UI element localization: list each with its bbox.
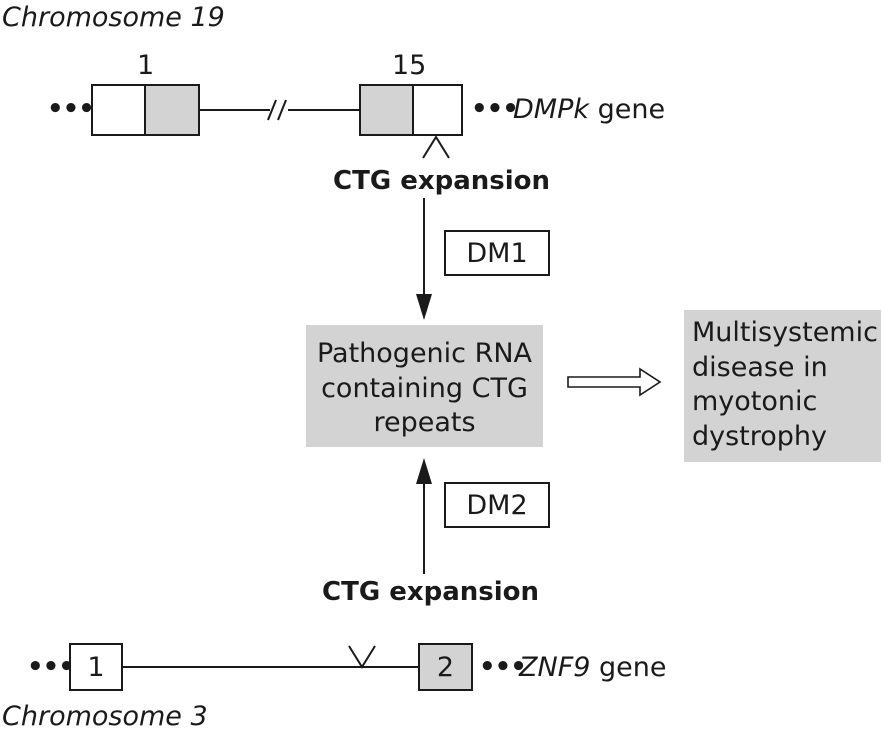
disease-line-2: disease in <box>692 351 828 383</box>
dots-right-top: ••• <box>471 94 519 124</box>
dots-right-bottom: ••• <box>479 652 527 682</box>
exon-15-number: 15 <box>392 50 427 81</box>
disease-line-3: myotonic <box>692 386 818 418</box>
exon-2-bottom-box: 2 <box>418 643 473 691</box>
pathogenic-rna-box: Pathogenic RNA containing CTG repeats <box>306 325 543 447</box>
exon-1-shaded-part <box>144 84 200 136</box>
znf9-gene-name: ZNF9 <box>519 652 591 683</box>
exon-15-white-part <box>412 84 463 136</box>
arrow-dm2-head <box>416 458 432 484</box>
chromosome-19-label: Chromosome 19 <box>2 2 225 33</box>
dots-left-bottom: ••• <box>27 652 75 682</box>
exon-1-white-part <box>91 84 146 136</box>
insertion-caret-bottom <box>348 645 376 669</box>
chromosome-3-label: Chromosome 3 <box>2 701 208 732</box>
break-mark-2 <box>277 99 287 121</box>
arrow-dm1-head <box>416 294 432 320</box>
znf9-gene-label: ZNF9 gene <box>519 654 666 681</box>
exon-1-bottom-box: 1 <box>69 643 123 691</box>
exon-15-shaded-part <box>359 84 414 136</box>
dmpk-gene-suffix: gene <box>589 94 666 125</box>
ctg-expansion-top: CTG expansion <box>333 166 551 196</box>
rna-line-1: Pathogenic RNA <box>316 338 533 369</box>
znf9-gene-suffix: gene <box>590 652 667 683</box>
dots-left-top: ••• <box>47 94 95 124</box>
hollow-arrow <box>567 367 662 397</box>
ctg-expansion-bottom: CTG expansion <box>322 577 540 607</box>
disease-line-1: Multisystemic <box>692 317 878 348</box>
dmpk-gene-name: DMPk <box>513 94 590 125</box>
disease-box: Multisystemic disease in myotonic dystro… <box>684 310 881 462</box>
dm1-label-box: DM1 <box>444 230 550 276</box>
break-mark-1 <box>267 99 277 121</box>
disease-line-4: dystrophy <box>692 420 828 452</box>
rna-line-3: repeats <box>373 407 476 439</box>
dm2-label-box: DM2 <box>444 482 550 528</box>
insertion-caret-top <box>422 135 450 159</box>
rna-line-2: containing CTG <box>321 372 528 404</box>
dmpk-gene-label: DMPk gene <box>513 96 665 123</box>
exon-1-number: 1 <box>137 50 155 81</box>
